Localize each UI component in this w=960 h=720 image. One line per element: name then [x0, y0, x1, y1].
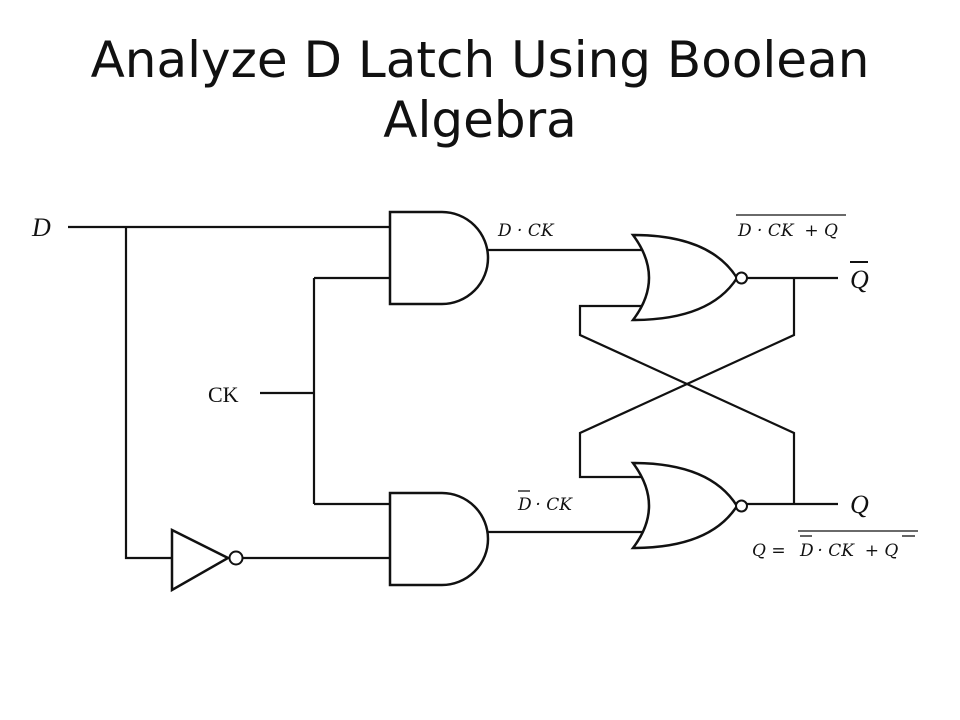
expression-q-d: D — [799, 541, 814, 561]
inverter-gate — [170, 527, 231, 593]
wire-feedback-q — [578, 304, 796, 504]
expression-and-top: D · CK — [497, 221, 555, 241]
page-title: Analyze D Latch Using Boolean Algebra — [90, 31, 870, 149]
input-label-ck: CK — [208, 382, 239, 407]
nor-gate-top — [630, 233, 739, 322]
expression-and-bottom-rest: · CK — [530, 495, 573, 515]
expression-and-bottom-d: D — [517, 495, 532, 515]
nor-top-bubble — [735, 271, 748, 285]
expression-q-rest: · CK + Q — [812, 541, 898, 561]
and-gate-bottom — [388, 491, 490, 587]
output-label-q-bar: Q — [850, 265, 869, 294]
wire-d-down-to-inverter — [124, 227, 172, 560]
nor-gate-bottom — [630, 461, 739, 550]
expression-nor-top: D · CK + Q — [737, 221, 838, 241]
expression-q-prefix: Q = — [752, 541, 786, 561]
nor-bottom-bubble — [735, 499, 748, 513]
output-label-q: Q — [850, 490, 869, 519]
inverter-bubble — [228, 550, 244, 566]
wire-feedback-q-bar — [578, 278, 796, 479]
and-gate-top — [388, 210, 490, 306]
input-label-d: D — [31, 213, 51, 242]
